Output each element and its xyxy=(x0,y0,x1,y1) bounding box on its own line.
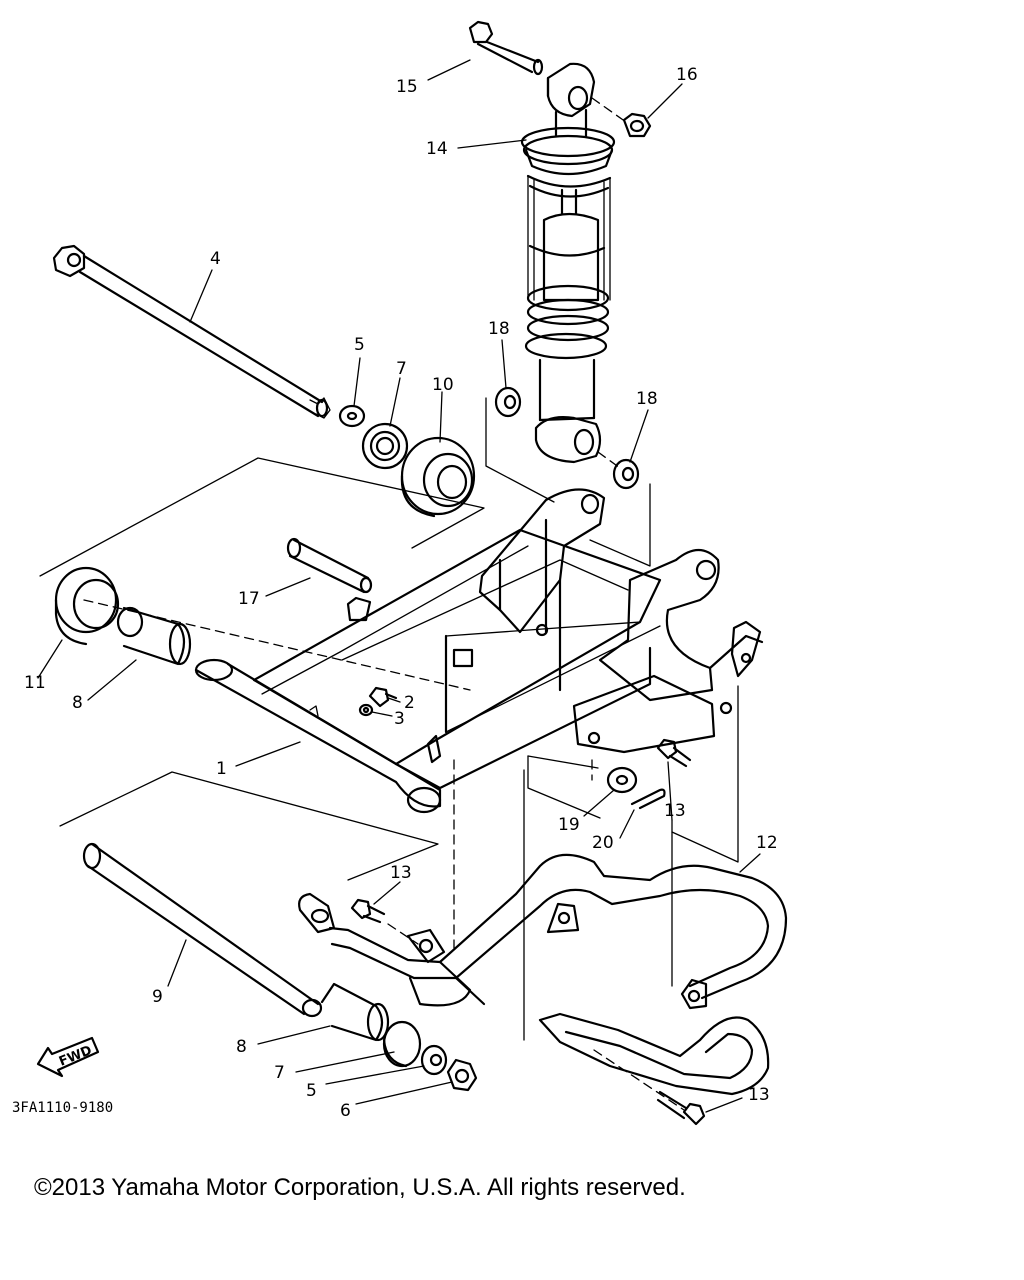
part-5-upper-washer xyxy=(338,404,366,428)
part-13-bolt-middle xyxy=(350,898,386,924)
callout-4: 4 xyxy=(210,249,221,269)
callout-1: 1 xyxy=(216,759,227,779)
fwd-label: FWD xyxy=(57,1043,94,1070)
part-2-bolt xyxy=(368,686,398,708)
part-11-cap xyxy=(54,566,120,646)
callout-9: 9 xyxy=(152,987,163,1007)
part-10-bushing xyxy=(400,436,476,518)
callout-15: 15 xyxy=(396,77,418,97)
copyright-notice: ©2013 Yamaha Motor Corporation, U.S.A. A… xyxy=(34,1174,686,1201)
callout-7-upper: 7 xyxy=(396,359,407,379)
leader-lines xyxy=(37,59,761,1113)
part-14-rear-shock-absorber xyxy=(520,62,616,464)
part-1-swing-arm xyxy=(194,488,764,814)
callout-3: 3 xyxy=(394,709,405,729)
part-8-upper-collar xyxy=(116,606,192,666)
part-19-washer xyxy=(606,766,638,794)
part-5-lower-washer xyxy=(420,1044,448,1076)
callout-8-upper: 8 xyxy=(72,693,83,713)
callout-18-right: 18 xyxy=(636,389,658,409)
callout-5-upper: 5 xyxy=(354,335,365,355)
callout-10: 10 xyxy=(432,375,454,395)
part-18-collar-left xyxy=(494,386,522,418)
part-17-pin xyxy=(286,537,373,594)
part-20-cotter-pin xyxy=(630,788,666,810)
callout-labels: 15 16 14 4 5 7 10 18 18 17 11 8 2 3 1 19… xyxy=(24,65,778,1121)
drawing-code: 3FA1110-9180 xyxy=(12,1100,113,1116)
part-7-upper-bearing xyxy=(361,422,409,470)
callout-6: 6 xyxy=(340,1101,351,1121)
callout-18-left: 18 xyxy=(488,319,510,339)
callout-5-lower: 5 xyxy=(306,1081,317,1101)
part-16-upper-nut xyxy=(622,112,652,138)
part-12-stand-guard xyxy=(298,853,788,1096)
callout-2: 2 xyxy=(404,693,415,713)
callout-13-upper: 13 xyxy=(664,801,686,821)
part-6-nut xyxy=(446,1058,478,1092)
part-13-bolt-lower xyxy=(656,1090,706,1126)
callout-14: 14 xyxy=(426,139,448,159)
callout-20: 20 xyxy=(592,833,614,853)
callout-11: 11 xyxy=(24,673,46,693)
callout-8-lower: 8 xyxy=(236,1037,247,1057)
callout-13-lower: 13 xyxy=(748,1085,770,1105)
fwd-arrow-icon: FWD xyxy=(36,1036,100,1078)
exploded-parts-diagram: FWD 15 16 14 4 5 7 10 xyxy=(12,20,788,1126)
part-8-lower-collar xyxy=(320,982,390,1042)
callout-7-lower: 7 xyxy=(274,1063,285,1083)
part-15-upper-bolt xyxy=(468,20,544,76)
part-18-collar-right xyxy=(612,458,640,490)
callout-19: 19 xyxy=(558,815,580,835)
part-3-washer xyxy=(358,703,374,717)
callout-12: 12 xyxy=(756,833,778,853)
part-13-bolt-upper xyxy=(656,738,692,768)
callout-13-middle: 13 xyxy=(390,863,412,883)
callout-17: 17 xyxy=(238,589,260,609)
part-9-lower-shaft xyxy=(82,842,323,1018)
callout-16: 16 xyxy=(676,65,698,85)
part-7-lower-bearing xyxy=(382,1020,422,1068)
part-4-pivot-shaft xyxy=(52,244,331,419)
